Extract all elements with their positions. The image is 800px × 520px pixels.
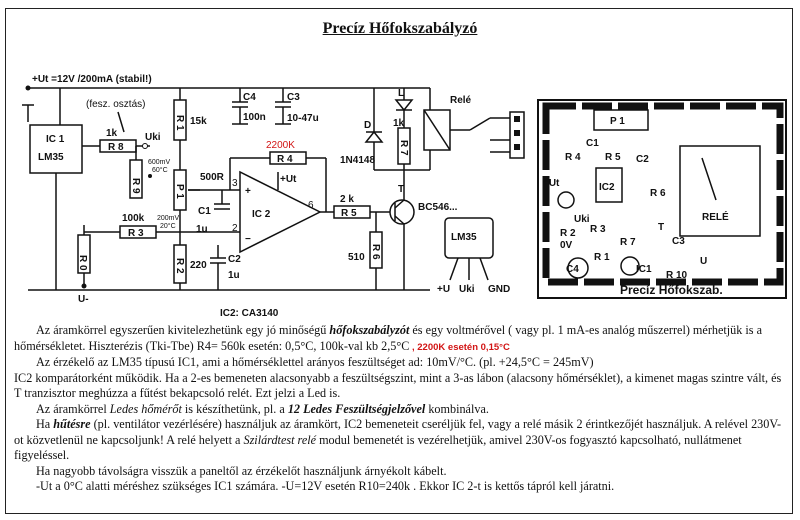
diode-label: D [364,120,371,131]
uki-label: Uki [145,132,161,143]
r1-label: R 1 [174,115,185,131]
r8-value: 1k [106,128,118,139]
page-frame [5,8,793,514]
r6-label: R 6 [370,244,381,260]
pcb-p1: P 1 [610,116,625,127]
pcb-r7: R 7 [620,237,636,248]
r3-value: 100k [122,213,145,224]
c2-value: 1u [228,270,240,281]
para-1: Az áramkörrel egyszerűen kivitelezhetünk… [14,323,762,353]
pcb-c2: C2 [636,154,649,165]
diode-d [364,130,384,143]
c1-value: 1u [196,224,208,235]
c3-label: C3 [287,92,300,103]
ic2-note: IC2: CA3140 [220,308,279,319]
v200-label: 200mV [157,215,180,222]
para-5: Ha hűtésre (pl. ventilátor vezérlésére) … [14,417,782,462]
para-2: Az érzékelő az LM35 típusú IC1, ami a hő… [36,355,594,369]
v600-temp: 60°C [152,166,168,174]
ic1-name: IC 1 [46,134,65,145]
c2-label: C2 [228,254,241,265]
transistor-t [389,199,415,225]
led-label: L [398,88,404,99]
p1-value: 500R [200,172,225,183]
pcb-r5: R 5 [605,152,621,163]
pcb-r1: R 1 [594,252,610,263]
v200-temp: 20°C [160,222,176,230]
para-7: -Ut a 0°C alatti méréshez szükséges IC1 … [36,479,615,493]
r4-red-value: 2200K [266,140,295,151]
pin2-label: 2 [232,223,238,234]
pcb-u: U [700,256,707,267]
r4-label: R 4 [277,154,293,165]
r6-value: 510 [348,252,365,263]
led-l [394,99,414,112]
pcb-uki: Uki [574,214,590,225]
pcb-plus-ut: +Ut [543,178,560,189]
lm35-package-label: LM35 [451,232,477,243]
pcb-rele: RELÉ [702,210,729,223]
relay-label: Relé [450,95,472,106]
pcb-r6: R 6 [650,188,666,199]
svg-text:−: − [245,234,251,245]
svg-text:+: + [245,186,251,197]
pcb-ic1: IC1 [636,264,652,275]
r1-value: 15k [190,116,207,127]
r3-label: R 3 [128,228,144,239]
p1-label: P 1 [174,184,185,199]
r2-label: R 2 [174,258,185,274]
c1-label: C1 [198,206,211,217]
diode-type: 1N4148 [340,155,375,166]
circuit-schematic: +Ut =12V /200mA (stabil!) IC 1 LM35 R 0 … [22,74,787,319]
pcb-c4: C4 [566,264,579,275]
page-title: Precíz Hőfokszabályzó [322,20,478,37]
pcb-c1: C1 [586,138,599,149]
ic1-box [29,124,83,174]
pcb-r2: R 2 [560,228,576,239]
r2-value: 220 [190,260,207,271]
r9-resistor [129,159,143,199]
pin-gnd: GND [488,284,510,295]
description-text: Az áramkörrel egyszerűen kivitelezhetünk… [14,323,784,495]
r8-label: R 8 [108,142,124,153]
c4-value: 100n [243,112,266,123]
pcb-c3: C3 [672,236,685,247]
pcb-0v: 0V [560,240,573,251]
r7-value: 1k [393,118,405,129]
c4-label: C4 [243,92,256,103]
u-minus-label: U- [78,294,89,305]
para-3: IC2 komparátorként működik. Ha a 2-es be… [14,370,782,401]
pcb-r10: R 10 [666,270,688,281]
r5-label: R 5 [341,208,357,219]
para-4: Az áramkörrel Ledes hőmérőt is készíthet… [36,401,489,416]
pin-uki: Uki [459,284,475,295]
supply-label: +Ut =12V /200mA (stabil!) [32,74,152,85]
pcb-r3: R 3 [590,224,606,235]
para-6: Ha nagyobb távolságra visszük a paneltől… [36,463,447,478]
pcb-footer: Precíz Hőfokszab. [620,283,723,297]
ic2-label: IC 2 [252,209,271,220]
v600-label: 600mV [148,159,171,166]
r9-label: R 9 [130,178,141,194]
c3-value: 10-47u [287,113,319,124]
pcb-r4: R 4 [565,152,581,163]
pcb-ic2: IC2 [599,182,615,193]
pin3-label: 3 [232,178,238,189]
r7-label: R 7 [398,140,409,156]
r0-label: R 0 [77,255,88,271]
transistor-type: BC546... [418,202,458,213]
plus-ut-label: +Ut [280,174,297,185]
ic1-type: LM35 [38,152,64,163]
red-note: , 2200K esetén 0,15°C [409,341,510,353]
transistor-label: T [398,184,404,195]
pin6-label: 6 [308,200,314,211]
pin-plus-u: +U [437,284,450,295]
fesz-osztas-label: (fesz. osztás) [86,99,145,110]
pcb-t: T [658,222,664,233]
pcb-layout: P 1 RELÉ IC2 C1 R 5 C2 R 4 +Ut R 6 R 3 U… [537,99,787,299]
r5-value: 2 k [340,194,354,205]
ic2-opamp [239,170,322,254]
